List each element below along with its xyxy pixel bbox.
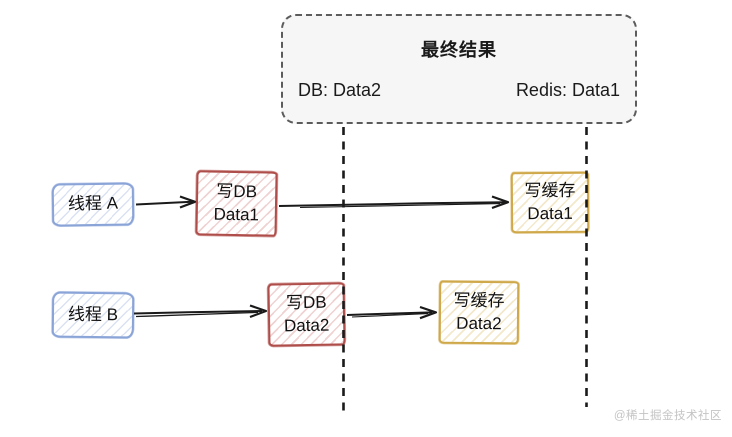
arrow-db-to-cache-b [346, 305, 438, 320]
node-write-db-data1: 写DB Data1 [195, 170, 278, 237]
write-cache-b-action: 写缓存 [453, 291, 505, 311]
node-write-cache-data2: 写缓存 Data2 [438, 280, 520, 345]
node-write-cache-data1: 写缓存 Data1 [510, 171, 590, 234]
write-db-b-action: 写DB [285, 293, 327, 313]
redis-final-value: Redis: Data1 [515, 80, 620, 100]
node-thread-a: 线程 A [51, 182, 135, 227]
node-thread-b-label: 线程 B [67, 304, 119, 325]
write-cache-a-action: 写缓存 [524, 181, 576, 201]
arrow-db-to-cache-a [278, 195, 510, 210]
write-cache-a-value: Data1 [527, 203, 573, 223]
final-result-box: 最终结果 DB: Data2 Redis: Data1 [281, 14, 637, 124]
node-thread-a-label: 线程 A [67, 194, 119, 214]
write-cache-b-value: Data2 [456, 313, 502, 333]
node-thread-b: 线程 B [51, 291, 135, 339]
write-db-a-action: 写DB [216, 182, 258, 202]
arrow-thread-b-to-db [133, 304, 268, 319]
arrow-thread-a-to-db [135, 195, 197, 209]
write-db-b-value: Data2 [283, 315, 330, 335]
watermark: @稀土掘金技术社区 [613, 410, 722, 422]
node-write-db-data2: 写DB Data2 [267, 282, 346, 347]
final-result-values: DB: Data2 Redis: Data1 [283, 80, 635, 101]
db-final-value: DB: Data2 [298, 80, 382, 100]
final-result-title: 最终结果 [421, 40, 497, 60]
write-db-a-value: Data1 [213, 204, 260, 224]
